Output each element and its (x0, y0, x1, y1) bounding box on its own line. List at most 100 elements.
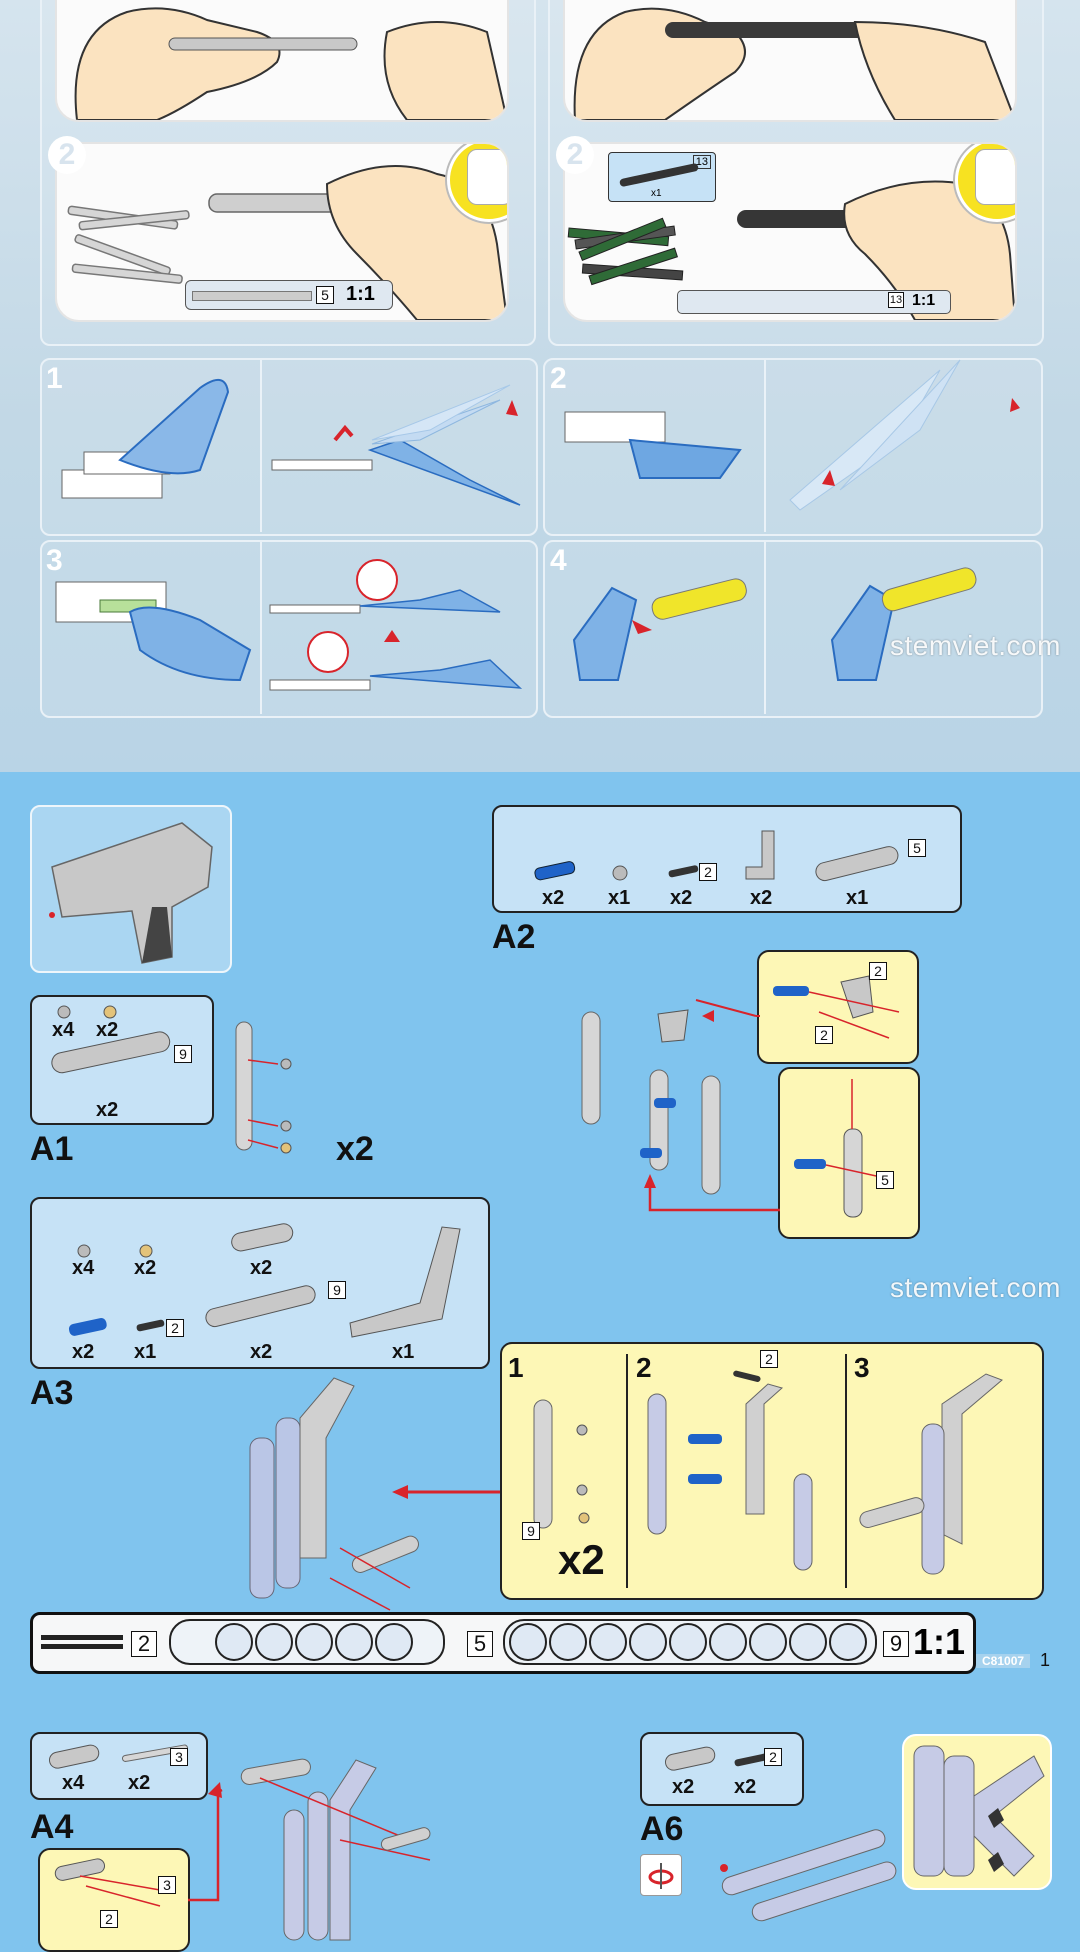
wing-steps-illustration (55, 359, 1020, 691)
a2-callout-top-icon (773, 975, 900, 1039)
hand-panel-beam (563, 0, 1017, 122)
part-size: 2 (760, 1350, 778, 1368)
part-qty: x1 (846, 887, 869, 909)
a6-detail-icon (913, 1745, 1045, 1877)
a3-substeps-box: 1 2 3 9 2 x2 (500, 1342, 1044, 1600)
part-size: 3 (158, 1876, 176, 1894)
a6-assembly-icon (720, 1829, 897, 1922)
step-frame-2 (543, 358, 1043, 536)
part-qty: x1 (392, 1341, 415, 1363)
beams-and-hand-illustration (567, 180, 1015, 320)
part-qty: x2 (734, 1776, 757, 1798)
ruler-count: 2 (131, 1631, 157, 1657)
a4-assembly-icon (188, 1758, 431, 1941)
ruler-count: 5 (467, 1631, 493, 1657)
red-arrow-icon (392, 1485, 500, 1499)
hand-panel-beam-measure: 13 x1 13 1:1 (563, 142, 1017, 322)
product-code: C81007 (976, 1654, 1031, 1668)
ruler-beam-5 (169, 1619, 445, 1665)
part-qty: x2 (72, 1341, 95, 1363)
part-qty: x4 (52, 1019, 75, 1041)
ruler-beam-9 (503, 1619, 877, 1665)
part-size: 9 (174, 1045, 192, 1063)
parts-box-a4: 3 x4 x2 (30, 1732, 208, 1800)
parts-box-a3: 9 2 x4 x2 x2 x2 x1 x2 x1 (30, 1197, 490, 1369)
model-preview (30, 805, 232, 973)
part-qty: x1 (134, 1341, 157, 1363)
hand-panel-rod (55, 0, 509, 122)
part-size: 5 (876, 1171, 894, 1189)
part-size: 2 (166, 1319, 184, 1337)
a6-parts-icons (664, 1746, 769, 1771)
a2-callout-bottom-icon (794, 1079, 891, 1218)
a3-substeps-icons (533, 1370, 1003, 1575)
step-frame-1 (40, 358, 538, 536)
step-number-circle: 2 (48, 136, 86, 174)
divider (626, 1354, 628, 1588)
section-label-a3: A3 (30, 1374, 74, 1412)
ruler-count: 9 (883, 1631, 909, 1657)
a1-parts-icons (51, 1005, 171, 1074)
substep-number: 1 (508, 1352, 524, 1383)
part-qty: x2 (542, 887, 565, 909)
parts-box-a2: 2 5 x2 x1 x2 x2 x1 (492, 805, 962, 913)
part-qty: x2 (672, 1776, 695, 1798)
divider (260, 360, 262, 532)
step-number-circle: 2 (556, 136, 594, 174)
parts-box-a6: 2 x2 x2 (640, 1732, 804, 1806)
divider (845, 1354, 847, 1588)
part-qty: x2 (128, 1772, 151, 1794)
rotate-model-icon (640, 1854, 682, 1896)
hand-rod-illustration (74, 7, 507, 120)
part-size: 2 (764, 1748, 782, 1766)
a2-assembly-icon (581, 999, 780, 1212)
a2-callout-top: 2 2 (757, 950, 919, 1064)
a6-detail-callout (902, 1734, 1052, 1890)
mini-part-count: 13 (692, 155, 711, 169)
a4-callout: 3 2 (38, 1848, 190, 1952)
hand-panel-axle-measure: 5 1:1 (55, 142, 509, 322)
part-qty: x2 (134, 1257, 157, 1279)
section-label-a2: A2 (492, 918, 536, 956)
watermark: stemviet.com (890, 630, 1061, 661)
a1-assembly-icon (235, 1021, 292, 1154)
a3-assembly-icon (249, 1377, 419, 1611)
part-qty: x2 (250, 1257, 273, 1279)
step-number: 1 (46, 362, 63, 395)
part-size: 2 (699, 863, 717, 881)
step-number: 3 (46, 544, 63, 577)
part-size: 5 (908, 839, 926, 857)
hand-beam-illustration (573, 7, 1015, 120)
part-size: 9 (328, 1281, 346, 1299)
step-number: 4 (550, 544, 567, 577)
part-qty: x1 (608, 887, 631, 909)
part-qty: x2 (250, 1341, 273, 1363)
part-size: 2 (100, 1910, 118, 1928)
section-label-a4: A4 (30, 1808, 74, 1846)
section-label-a6: A6 (640, 1810, 684, 1848)
ruler-count: 13 (888, 292, 904, 308)
scale-label: 1:1 (346, 283, 375, 305)
minifig-face-icon (955, 144, 1015, 222)
mini-part-box: 13 x1 (608, 152, 716, 202)
a4-callout-icon (54, 1858, 161, 1907)
part-size: 3 (170, 1748, 188, 1766)
part-qty: x2 (670, 887, 693, 909)
part-qty: x2 (750, 887, 773, 909)
ruler-count: 5 (316, 286, 334, 304)
part-qty: x2 (96, 1019, 119, 1041)
page-number: 1 (1040, 1650, 1051, 1670)
divider (764, 360, 766, 532)
watermark: stemviet.com (890, 1272, 1061, 1303)
scale-ruler: 2 5 9 1:1 (30, 1612, 976, 1674)
multiplier-a3: x2 (558, 1536, 605, 1583)
substep-number: 3 (854, 1352, 870, 1383)
rotate-icon (648, 1863, 674, 1889)
part-qty: x2 (96, 1099, 119, 1121)
a2-parts-icons (534, 830, 899, 882)
blaster-model-icon (49, 822, 213, 964)
part-qty: x4 (62, 1772, 85, 1794)
part-size: 9 (522, 1522, 540, 1540)
part-size: 2 (815, 1026, 833, 1044)
parts-box-a1: x4 x2 9 x2 (30, 995, 214, 1125)
